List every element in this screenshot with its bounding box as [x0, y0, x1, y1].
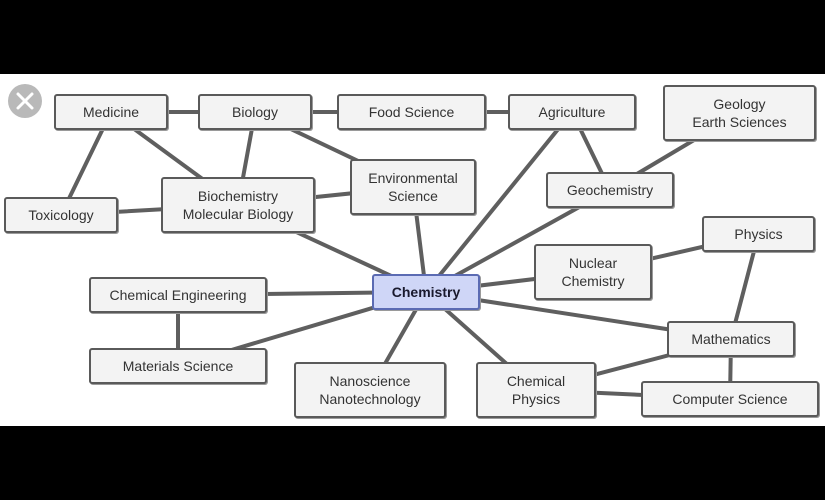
node-materials-science: Materials Science — [89, 348, 267, 384]
node-toxicology: Toxicology — [4, 197, 118, 233]
node-food-science: Food Science — [337, 94, 486, 130]
node-biochemistry-molecular-biology: Biochemistry Molecular Biology — [161, 177, 315, 233]
node-geochemistry: Geochemistry — [546, 172, 674, 208]
node-agriculture: Agriculture — [508, 94, 636, 130]
node-environmental-science: Environmental Science — [350, 159, 476, 215]
close-button[interactable] — [8, 84, 42, 118]
close-icon — [16, 92, 34, 110]
node-nuclear-chemistry: Nuclear Chemistry — [534, 244, 652, 300]
node-mathematics: Mathematics — [667, 321, 795, 357]
node-chemical-engineering: Chemical Engineering — [89, 277, 267, 313]
node-geology-earth-sciences: Geology Earth Sciences — [663, 85, 816, 141]
concept-map: Chemistry Medicine Biology Food Science … — [0, 74, 825, 426]
node-chemical-physics: Chemical Physics — [476, 362, 596, 418]
node-computer-science: Computer Science — [641, 381, 819, 417]
node-physics: Physics — [702, 216, 815, 252]
node-nanoscience-nanotechnology: Nanoscience Nanotechnology — [294, 362, 446, 418]
edge-chemistry-agriculture — [424, 110, 574, 294]
node-biology: Biology — [198, 94, 312, 130]
node-medicine: Medicine — [54, 94, 168, 130]
node-chemistry: Chemistry — [372, 274, 480, 310]
